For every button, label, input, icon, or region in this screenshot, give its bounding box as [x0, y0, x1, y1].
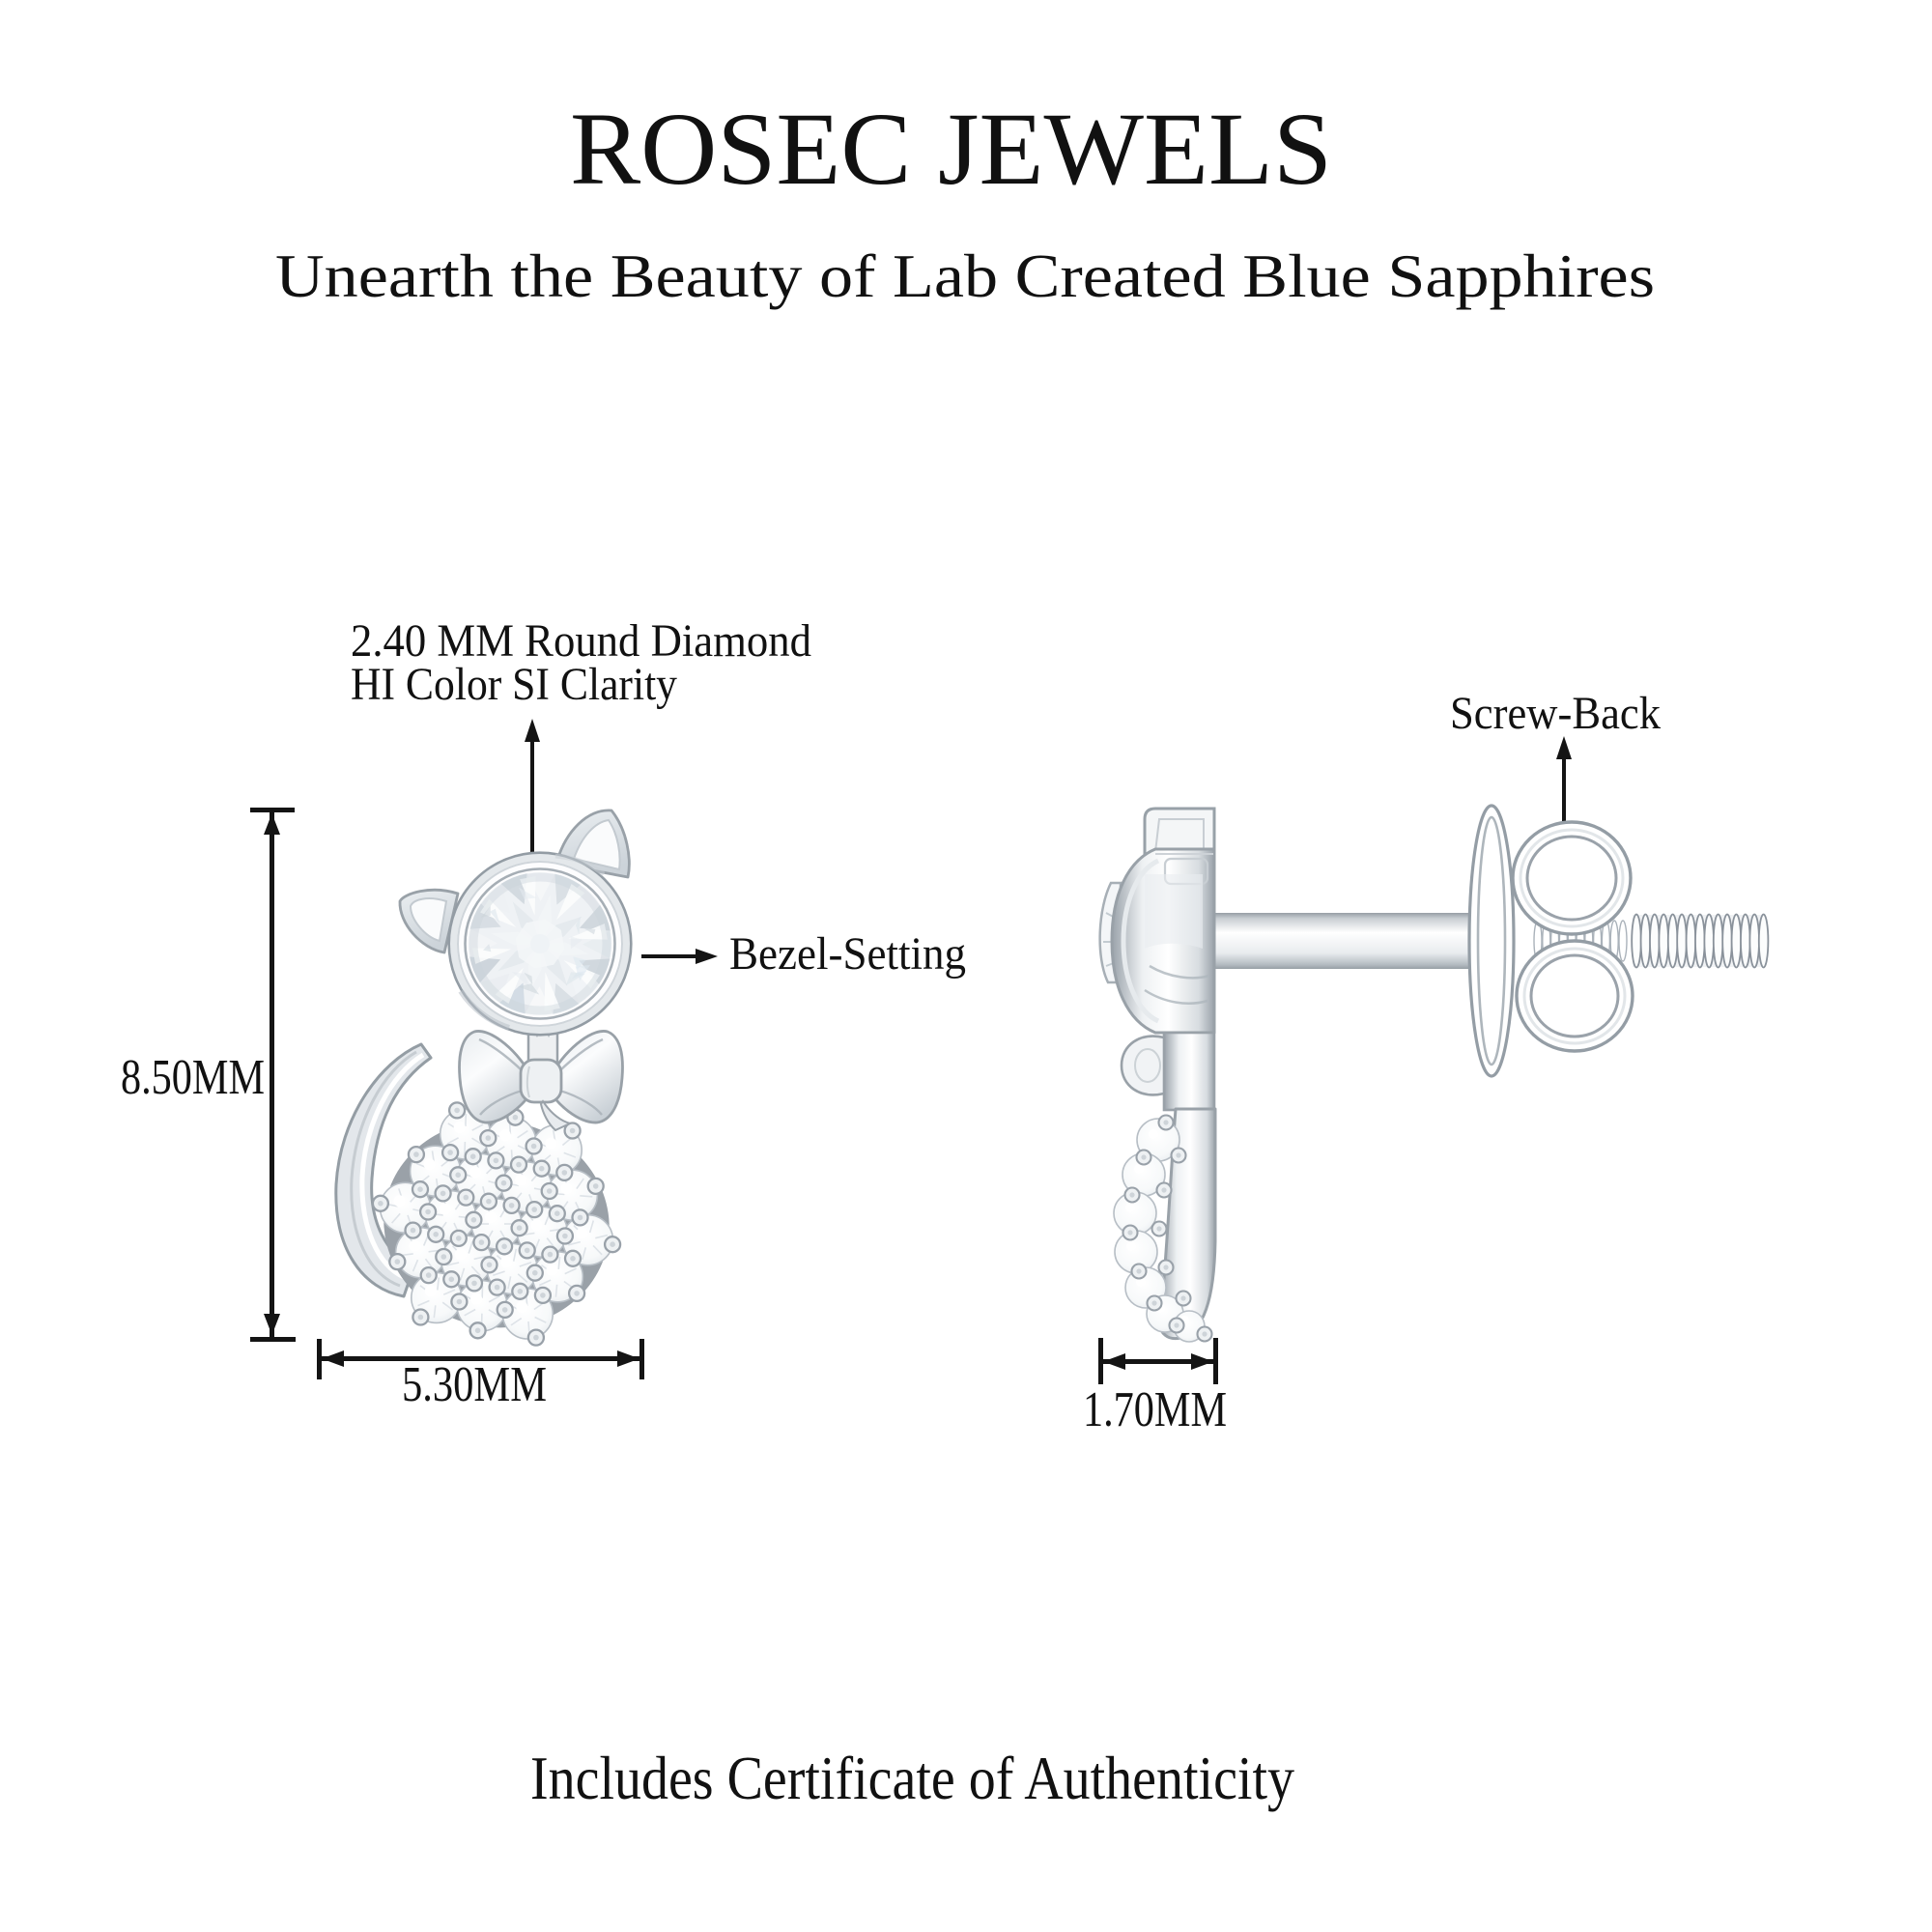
svg-text:1.70MM: 1.70MM [1083, 1382, 1227, 1437]
svg-text:2.40 MM Round Diamond: 2.40 MM Round Diamond [351, 615, 811, 667]
svg-text:ROSEC JEWELS: ROSEC JEWELS [570, 93, 1332, 207]
svg-text:Includes Certificate of Authen: Includes Certificate of Authenticity [530, 1744, 1294, 1812]
svg-text:Screw-Back: Screw-Back [1450, 688, 1661, 739]
svg-text:Bezel-Setting: Bezel-Setting [729, 928, 966, 980]
svg-text:Unearth the Beauty of Lab Crea: Unearth the Beauty of Lab Created Blue S… [275, 242, 1655, 310]
svg-text:5.30MM: 5.30MM [402, 1357, 547, 1412]
svg-text:8.50MM: 8.50MM [121, 1050, 265, 1105]
svg-text:HI Color SI Clarity: HI Color SI Clarity [351, 659, 677, 710]
